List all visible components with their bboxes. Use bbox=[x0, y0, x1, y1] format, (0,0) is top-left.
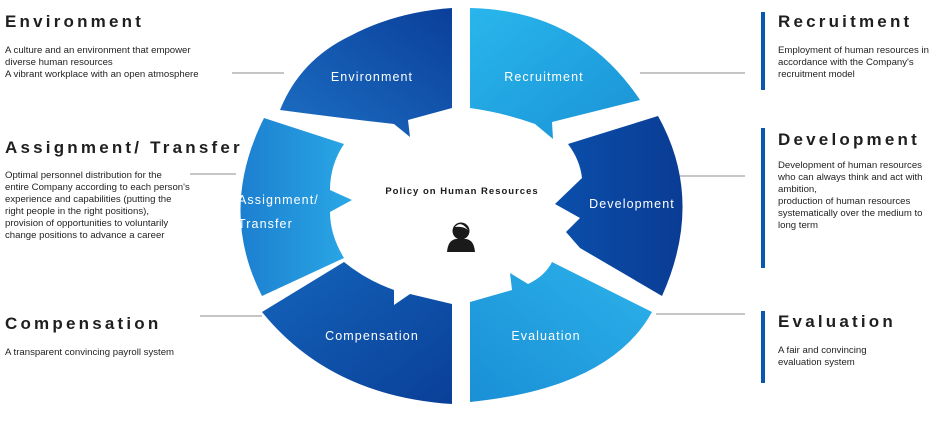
segment-label-compensation: Compensation bbox=[325, 329, 419, 343]
segment-label-evaluation: Evaluation bbox=[511, 329, 580, 343]
person-icon bbox=[447, 222, 475, 252]
segment-evaluation bbox=[470, 262, 652, 402]
heading-compensation: Compensation bbox=[5, 314, 162, 333]
segment-development bbox=[555, 116, 683, 296]
desc-evaluation: A fair and convincing evaluation system bbox=[778, 345, 867, 369]
desc-assignment-line: experience and capabilities (putting the bbox=[5, 194, 172, 205]
segment-recruitment bbox=[470, 8, 640, 139]
desc-compensation-line: A transparent convincing payroll system bbox=[5, 347, 175, 358]
accent-bar-development bbox=[761, 128, 765, 268]
desc-development-line: Development of human resources bbox=[778, 160, 922, 171]
desc-assignment: Optimal personnel distribution for the e… bbox=[5, 170, 190, 242]
desc-assignment-line: Optimal personnel distribution for the bbox=[5, 170, 162, 181]
desc-assignment-line: entire Company according to each person'… bbox=[5, 182, 190, 193]
segment-label-assignment-line1: Assignment/ bbox=[238, 193, 319, 207]
desc-development-line: ambition, bbox=[778, 184, 817, 195]
segment-assignment bbox=[240, 118, 352, 296]
desc-development-line: long term bbox=[778, 220, 818, 231]
desc-evaluation-line: evaluation system bbox=[778, 357, 855, 368]
desc-recruitment-line: Employment of human resources in bbox=[778, 45, 929, 56]
segment-label-assignment-line2: Transfer bbox=[238, 217, 293, 231]
desc-recruitment: Employment of human resources in accorda… bbox=[778, 45, 944, 81]
desc-assignment-line: change positions to advance a career bbox=[5, 230, 165, 241]
segment-label-recruitment: Recruitment bbox=[504, 70, 583, 84]
heading-assignment: Assignment/ Transfer bbox=[5, 138, 243, 157]
desc-environment: A culture and an environment that empowe… bbox=[5, 45, 199, 81]
connector-lines bbox=[190, 72, 745, 317]
desc-recruitment-line: recruitment model bbox=[778, 69, 855, 80]
desc-evaluation-line: A fair and convincing bbox=[778, 345, 867, 356]
desc-assignment-line: right people in the right positions), bbox=[5, 206, 149, 217]
heading-recruitment: Recruitment bbox=[778, 12, 913, 31]
desc-development-line: who can always think and act with bbox=[778, 172, 923, 183]
heading-environment: Environment bbox=[5, 12, 145, 31]
segment-label-environment: Environment bbox=[331, 70, 413, 84]
desc-development-line: production of human resources bbox=[778, 196, 911, 207]
segment-environment bbox=[280, 8, 452, 137]
desc-environment-line: A culture and an environment that empowe… bbox=[5, 45, 191, 56]
center-title: Policy on Human Resources bbox=[385, 186, 538, 197]
heading-development: Development bbox=[778, 130, 920, 149]
desc-environment-line: A vibrant workplace with an open atmosph… bbox=[5, 69, 199, 80]
accent-bar-recruitment bbox=[761, 12, 765, 90]
desc-development-line: systematically over the medium to bbox=[778, 208, 923, 219]
heading-evaluation: Evaluation bbox=[778, 312, 896, 331]
desc-recruitment-line: accordance with the Company's bbox=[778, 57, 914, 68]
desc-assignment-line: provision of opportunities to voluntaril… bbox=[5, 218, 169, 229]
desc-environment-line: diverse human resources bbox=[5, 57, 113, 68]
accent-bar-evaluation bbox=[761, 311, 765, 383]
segment-label-development: Development bbox=[589, 197, 675, 211]
desc-development: Development of human resources who can a… bbox=[778, 160, 944, 232]
desc-compensation: A transparent convincing payroll system bbox=[5, 347, 174, 359]
segment-compensation bbox=[262, 262, 452, 404]
